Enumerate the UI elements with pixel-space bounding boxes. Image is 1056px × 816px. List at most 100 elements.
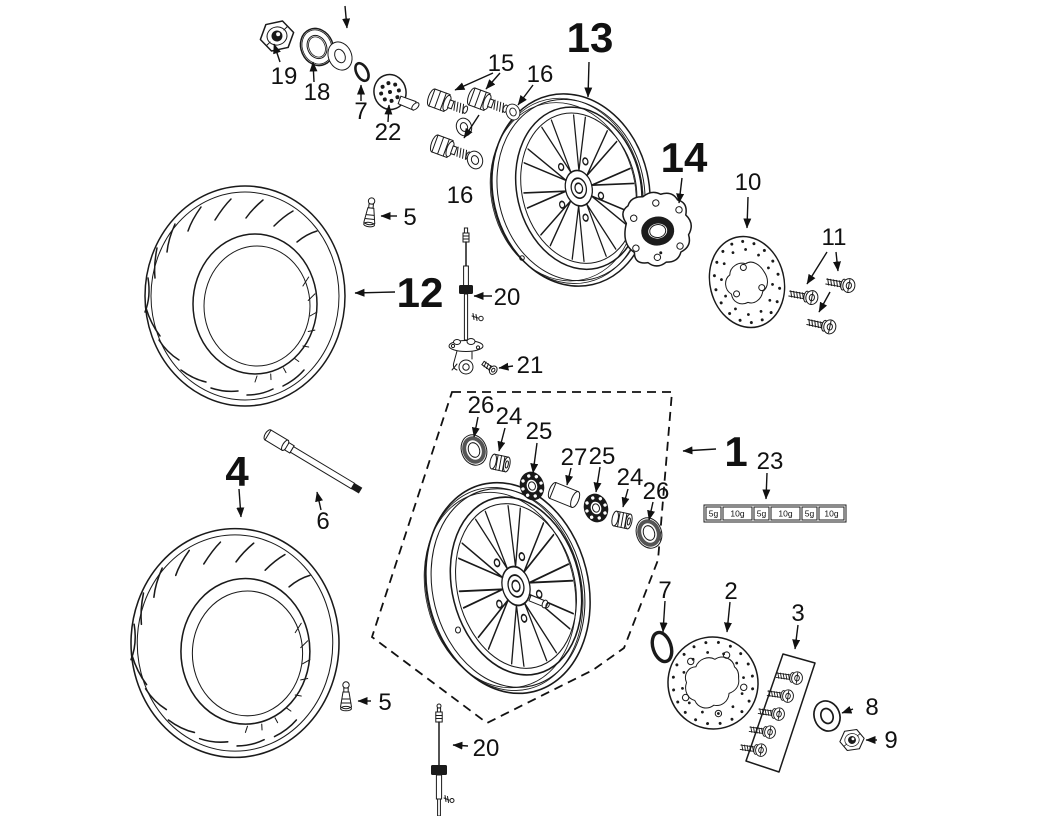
callout-20-bottom: 20 <box>473 735 500 762</box>
callout-2: 2 <box>724 578 737 605</box>
leader-13 <box>584 61 593 98</box>
part-14-hub-flange <box>622 191 692 267</box>
leader-25b <box>593 466 602 493</box>
part-5-valve-top <box>362 196 378 228</box>
part-24-spacer-left <box>488 453 512 473</box>
part-4-front-tyre <box>130 527 340 759</box>
part-13-rear-wheel <box>470 75 671 305</box>
callout-5-top: 5 <box>403 204 416 231</box>
callout-20-top: 20 <box>494 284 521 311</box>
callout-5-bottom: 5 <box>378 689 391 716</box>
rear-wheel-valve-hole <box>519 255 525 261</box>
leader-4 <box>236 488 245 518</box>
part-2-front-brake-disc <box>667 636 759 730</box>
part-15-stud-bolt-1 <box>425 87 471 120</box>
part-9-nut <box>837 728 867 752</box>
part-6-axle <box>263 429 363 494</box>
callout-1: 1 <box>724 428 747 475</box>
front-wheel-group-outline <box>370 391 673 725</box>
weight-value: 10g <box>824 509 838 519</box>
leader-20b <box>452 741 469 750</box>
callout-6: 6 <box>316 508 329 535</box>
leader-8 <box>841 705 854 714</box>
leader-15b <box>485 72 501 90</box>
callout-14: 14 <box>661 134 708 181</box>
leader-16a <box>517 84 534 106</box>
callout-16-bottom: 16 <box>447 182 474 209</box>
callout-4: 4 <box>225 448 249 495</box>
callout-11: 11 <box>822 224 847 251</box>
leader-25a <box>530 442 539 474</box>
part-27-spacer-tube <box>547 481 581 509</box>
leader-14 <box>676 177 685 204</box>
part-7-oring-bottom <box>650 630 674 664</box>
part-3-disc-screw-set <box>739 653 816 773</box>
part-18-washer <box>299 27 335 67</box>
part-8-washer <box>808 696 846 736</box>
part-19-nut <box>256 18 298 54</box>
callout-24-right: 24 <box>617 464 644 491</box>
leader-15a <box>454 72 494 91</box>
leader-12 <box>354 288 396 297</box>
part-7-oring-top <box>354 61 370 83</box>
callout-12: 12 <box>397 269 444 316</box>
callout-7-bottom: 7 <box>658 577 671 604</box>
leader-lines <box>236 5 877 750</box>
weight-value: 5g <box>805 509 815 519</box>
callout-22: 22 <box>375 119 402 146</box>
callout-16-top: 16 <box>527 61 554 88</box>
callout-23: 23 <box>757 448 784 475</box>
leader-22 <box>384 104 393 123</box>
part-25-bearing-right <box>580 490 612 526</box>
part-22-perforated-plate <box>373 73 420 111</box>
leader-1 <box>682 446 717 455</box>
leader-23 <box>762 472 771 500</box>
callout-3: 3 <box>791 600 804 627</box>
callout-25-left: 25 <box>526 418 553 445</box>
weight-value: 5g <box>709 509 719 519</box>
leader-11a <box>806 251 828 285</box>
weight-value: 5g <box>757 509 767 519</box>
callout-18: 18 <box>304 79 331 106</box>
part-11-disc-bolt-1 <box>787 286 820 306</box>
part-15-stud-bolt-3 <box>428 133 474 166</box>
part-24-spacer-right <box>610 510 634 530</box>
leader-3 <box>792 624 801 650</box>
callout-9: 9 <box>884 727 897 754</box>
front-wheel-valve-hole <box>455 626 461 634</box>
part-20-speedo-drive-top <box>448 227 484 375</box>
part-20-speedo-drive-bottom <box>431 703 455 816</box>
leader-27 <box>565 467 574 486</box>
leader-24a <box>497 427 506 452</box>
callout-26-left: 26 <box>468 392 495 419</box>
part-12-rear-tyre <box>144 185 346 407</box>
front-wheel-axle-stub <box>528 594 550 609</box>
leader-18 <box>309 61 318 83</box>
leader-21 <box>498 362 514 371</box>
washer-top <box>327 41 353 71</box>
callout-27: 27 <box>561 444 588 471</box>
callout-8: 8 <box>865 694 878 721</box>
callouts: 19 18 7 22 15 16 16 13 14 10 11 12 5 20 … <box>225 14 897 762</box>
weight-value: 10g <box>778 509 792 519</box>
callout-15: 15 <box>488 50 515 77</box>
part-23-wheel-weights: 5g 10g 5g 10g 5g 10g <box>703 504 847 523</box>
callout-21: 21 <box>517 352 544 379</box>
leader-top-washer <box>342 5 351 29</box>
leader-11c <box>818 291 831 313</box>
part-5-valve-bottom <box>340 681 352 712</box>
part-21-screw <box>481 360 498 375</box>
leader-11b <box>833 251 841 272</box>
leader-7b <box>659 600 668 633</box>
leader-19 <box>273 43 281 63</box>
leader-15c <box>463 114 480 139</box>
part-11-disc-bolt-2 <box>824 274 857 294</box>
leader-26a <box>471 416 480 438</box>
weight-value: 10g <box>730 509 744 519</box>
part-15-stud-bolt-2 <box>465 86 511 119</box>
leader-26b <box>647 501 655 521</box>
part-10-rear-brake-disc <box>708 235 786 329</box>
callout-25-right: 25 <box>589 443 616 470</box>
